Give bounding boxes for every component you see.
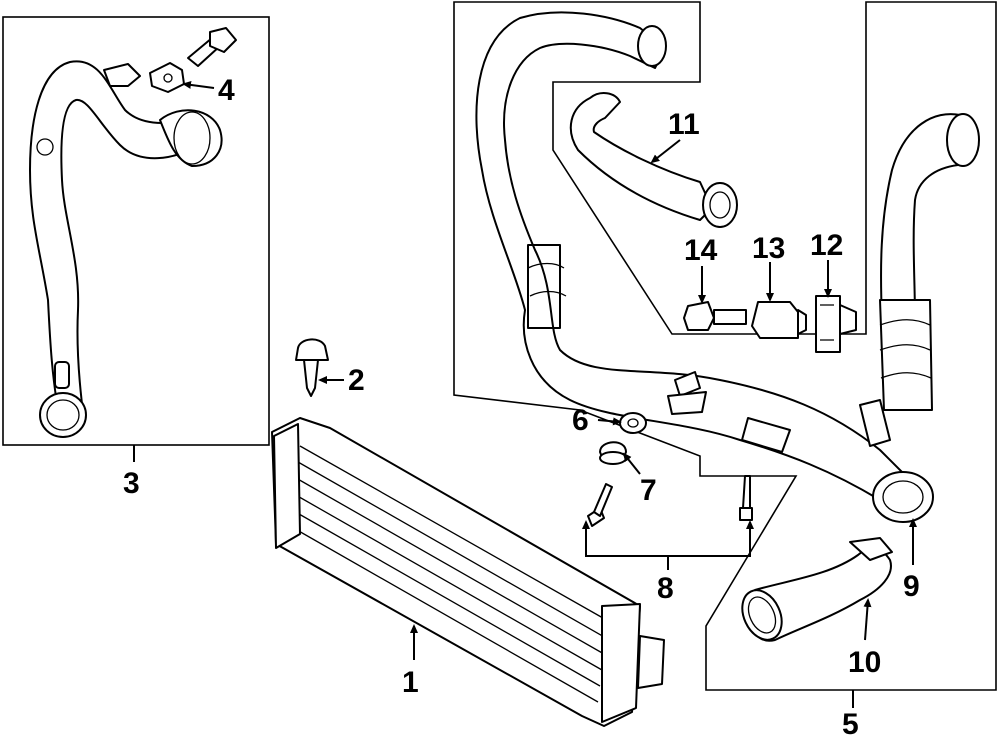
callout-14: 14 [684, 234, 718, 267]
callout-6: 6 [572, 404, 589, 437]
callout-labels: 1 2 3 4 5 6 7 8 9 10 11 12 13 14 [123, 74, 920, 737]
washer-part-6 [619, 412, 647, 434]
callout-13: 13 [752, 232, 785, 265]
hose-part-3 [29, 60, 223, 438]
pipe-part-11 [569, 92, 738, 228]
callout-12: 12 [810, 229, 843, 262]
callout-3: 3 [123, 467, 140, 500]
sensor-part-4 [149, 27, 237, 93]
callout-2: 2 [348, 364, 365, 397]
hose-part-10 [741, 537, 893, 642]
callout-9: 9 [903, 570, 920, 603]
intercooler-part-1 [271, 417, 665, 727]
nut-part-13 [751, 301, 807, 339]
callout-1: 1 [402, 666, 419, 699]
hose-part-5 [475, 11, 934, 523]
grommet-part-7 [599, 441, 627, 465]
bolt-part-14 [683, 301, 747, 331]
callout-11: 11 [668, 108, 700, 141]
hose-part-9 [879, 113, 980, 411]
screw-part-2 [295, 338, 329, 397]
bolts-part-8 [587, 475, 753, 527]
callout-8: 8 [657, 572, 674, 605]
group-box-3 [2, 16, 270, 462]
group-box-5 [453, 1, 997, 708]
clip-part-12 [815, 295, 857, 353]
callout-4: 4 [218, 74, 235, 107]
leader-lines [182, 80, 917, 660]
callout-7: 7 [640, 474, 657, 507]
callout-10: 10 [848, 646, 881, 679]
callout-5: 5 [842, 708, 859, 737]
